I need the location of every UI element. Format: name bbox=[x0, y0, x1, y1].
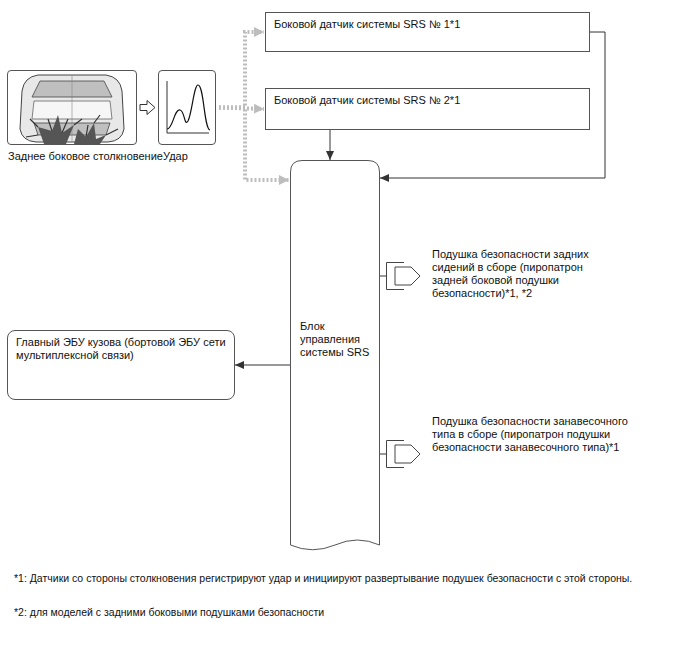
signal-arrow bbox=[219, 108, 264, 110]
box-text: Главный ЭБУ кузова (бортовой ЭБУ сети му… bbox=[16, 336, 226, 362]
footnote: *1: Датчики со стороны столкновения реги… bbox=[14, 572, 684, 585]
control-unit-column: Блок управления системы SRS bbox=[290, 160, 380, 555]
box-text: Боковой датчик системы SRS № 2*1 bbox=[274, 94, 581, 107]
box-text: Боковой датчик системы SRS № 1*1 bbox=[274, 18, 581, 31]
impact-graph-box: Удар bbox=[158, 70, 216, 145]
squib-symbol: Подушка безопасности задних сидений в сб… bbox=[386, 262, 422, 290]
signal-arrow bbox=[219, 32, 264, 108]
event-illustration: Заднее боковое столкновение bbox=[7, 70, 137, 145]
airbag-text: Подушка безопасности задних сидений в сб… bbox=[432, 248, 617, 300]
squib-outline bbox=[386, 262, 422, 290]
unit-text: Блок управления системы SRS bbox=[300, 320, 374, 359]
wire-connector bbox=[379, 276, 386, 277]
sensor-box: Боковой датчик системы SRS № 1*1 bbox=[265, 12, 590, 52]
squib-symbol: Подушка безопасности занавесочного типа … bbox=[386, 440, 422, 468]
ecu-box: Главный ЭБУ кузова (бортовой ЭБУ сети му… bbox=[7, 330, 235, 400]
wire-connector bbox=[330, 130, 331, 160]
wire-connector bbox=[379, 454, 386, 455]
airbag-text: Подушка безопасности занавесочного типа … bbox=[432, 415, 647, 454]
hollow-arrow bbox=[140, 101, 155, 115]
footnote: *2: для моделей с задними боковыми подуш… bbox=[14, 606, 684, 619]
car-illustration bbox=[8, 71, 136, 144]
squib-outline bbox=[386, 440, 422, 468]
sensor-box: Боковой датчик системы SRS № 2*1 bbox=[265, 88, 590, 130]
caption-text: Удар bbox=[163, 150, 188, 163]
caption-text: Заднее боковое столкновение bbox=[8, 150, 163, 163]
wire-connector bbox=[235, 365, 290, 366]
impact-graph bbox=[159, 71, 215, 144]
